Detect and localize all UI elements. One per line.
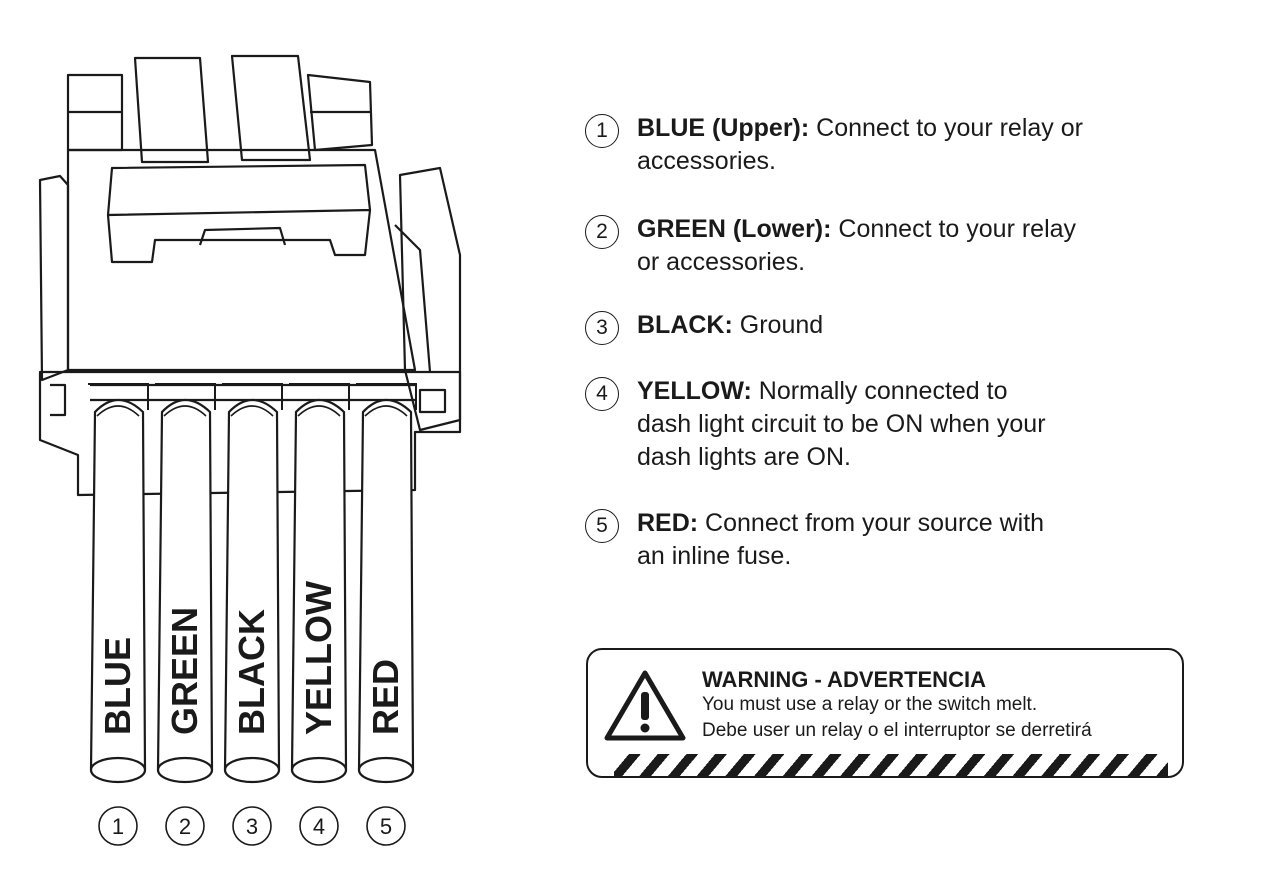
legend-title-3: BLACK: <box>637 311 733 339</box>
legend-number-5: 5 <box>585 509 619 543</box>
connector-latch <box>106 163 372 264</box>
wire-green <box>156 398 214 771</box>
legend-number-3: 3 <box>585 311 619 345</box>
connector-body <box>66 148 417 372</box>
legend-title-4: YELLOW: <box>637 377 752 405</box>
connector-top-tab-2 <box>133 56 210 164</box>
wire-red <box>357 398 415 771</box>
wire-number-circle-3 <box>232 806 272 846</box>
connector-slot-1 <box>88 383 149 410</box>
wire-label-2: GREEN <box>164 607 205 735</box>
legend-title-5: RED: <box>637 509 699 537</box>
wire-yellow <box>290 398 348 771</box>
wire-label-4: YELLOW <box>298 581 339 735</box>
legend-desc-3: Ground <box>732 311 824 339</box>
wire-end-arc-3 <box>230 405 274 417</box>
wire-number-1: 1 <box>112 814 124 839</box>
legend-desc-1: Connect to your relay or accessories. <box>637 114 1083 175</box>
legend-desc-5: Connect from your source with an inline … <box>637 509 1045 570</box>
warning-stripe-band <box>614 754 1168 776</box>
wire-black <box>223 398 281 771</box>
wire-number-2: 2 <box>179 814 191 839</box>
legend-desc-4: Normally connected to dash light circuit… <box>637 377 1046 471</box>
wire-number-circle-1 <box>98 806 138 846</box>
wire-label-5: RED <box>365 659 406 735</box>
wire-label-3: BLACK <box>231 609 272 735</box>
legend-number-4: 4 <box>585 377 619 411</box>
wire-label-1: BLUE <box>97 637 138 735</box>
wire-end-5 <box>357 756 415 784</box>
connector-diagram: BLUE 1 GREEN 2 BLACK 3 YELLOW 4 RED 5 <box>38 54 462 846</box>
connector-slot-4 <box>289 383 350 410</box>
legend-number-2: 2 <box>585 215 619 249</box>
legend-title-1: BLUE (Upper): <box>637 114 810 142</box>
wire-number-circle-2 <box>165 806 205 846</box>
legend-number-1: 1 <box>585 114 619 148</box>
wire-end-arc-5 <box>364 405 408 417</box>
wire-end-4 <box>290 756 348 784</box>
wire-end-2 <box>156 756 214 784</box>
wire-number-5: 5 <box>380 814 392 839</box>
wire-end-arc-1 <box>96 405 140 417</box>
warning-icon <box>604 670 686 741</box>
wire-number-4: 4 <box>313 814 325 839</box>
wire-number-3: 3 <box>246 814 258 839</box>
wire-number-circle-5 <box>366 806 406 846</box>
connector-top-tab-left <box>66 73 124 152</box>
connector-top-tab-right <box>306 73 374 152</box>
connector-slot-5 <box>356 383 417 410</box>
wire-end-arc-2 <box>163 405 207 417</box>
connector-top-tab-3 <box>230 54 312 162</box>
connector-slot-3 <box>222 383 283 410</box>
wire-blue <box>89 398 147 771</box>
wire-end-arc-4 <box>297 405 341 417</box>
warning-line-english: You must use a relay or the switch melt. <box>702 694 1038 715</box>
connector-left-clip <box>38 174 70 382</box>
legend-desc-2: Connect to your relay or accessories. <box>637 215 1077 276</box>
wire-end-1 <box>89 756 147 784</box>
wire-number-circle-4 <box>299 806 339 846</box>
connector-side-slot <box>418 388 447 414</box>
warning-box: WARNING - ADVERTENCIA You must use a rel… <box>586 648 1184 778</box>
connector-lower-housing <box>38 370 462 497</box>
warning-line-spanish: Debe user un relay o el interruptor se d… <box>702 720 1092 741</box>
wire-end-3 <box>223 756 281 784</box>
legend-title-2: GREEN (Lower): <box>637 215 832 243</box>
connector-slot-2 <box>155 383 216 410</box>
warning-title: WARNING - ADVERTENCIA <box>702 667 986 692</box>
wire-group: BLUE 1 GREEN 2 BLACK 3 YELLOW 4 RED 5 <box>88 383 417 846</box>
